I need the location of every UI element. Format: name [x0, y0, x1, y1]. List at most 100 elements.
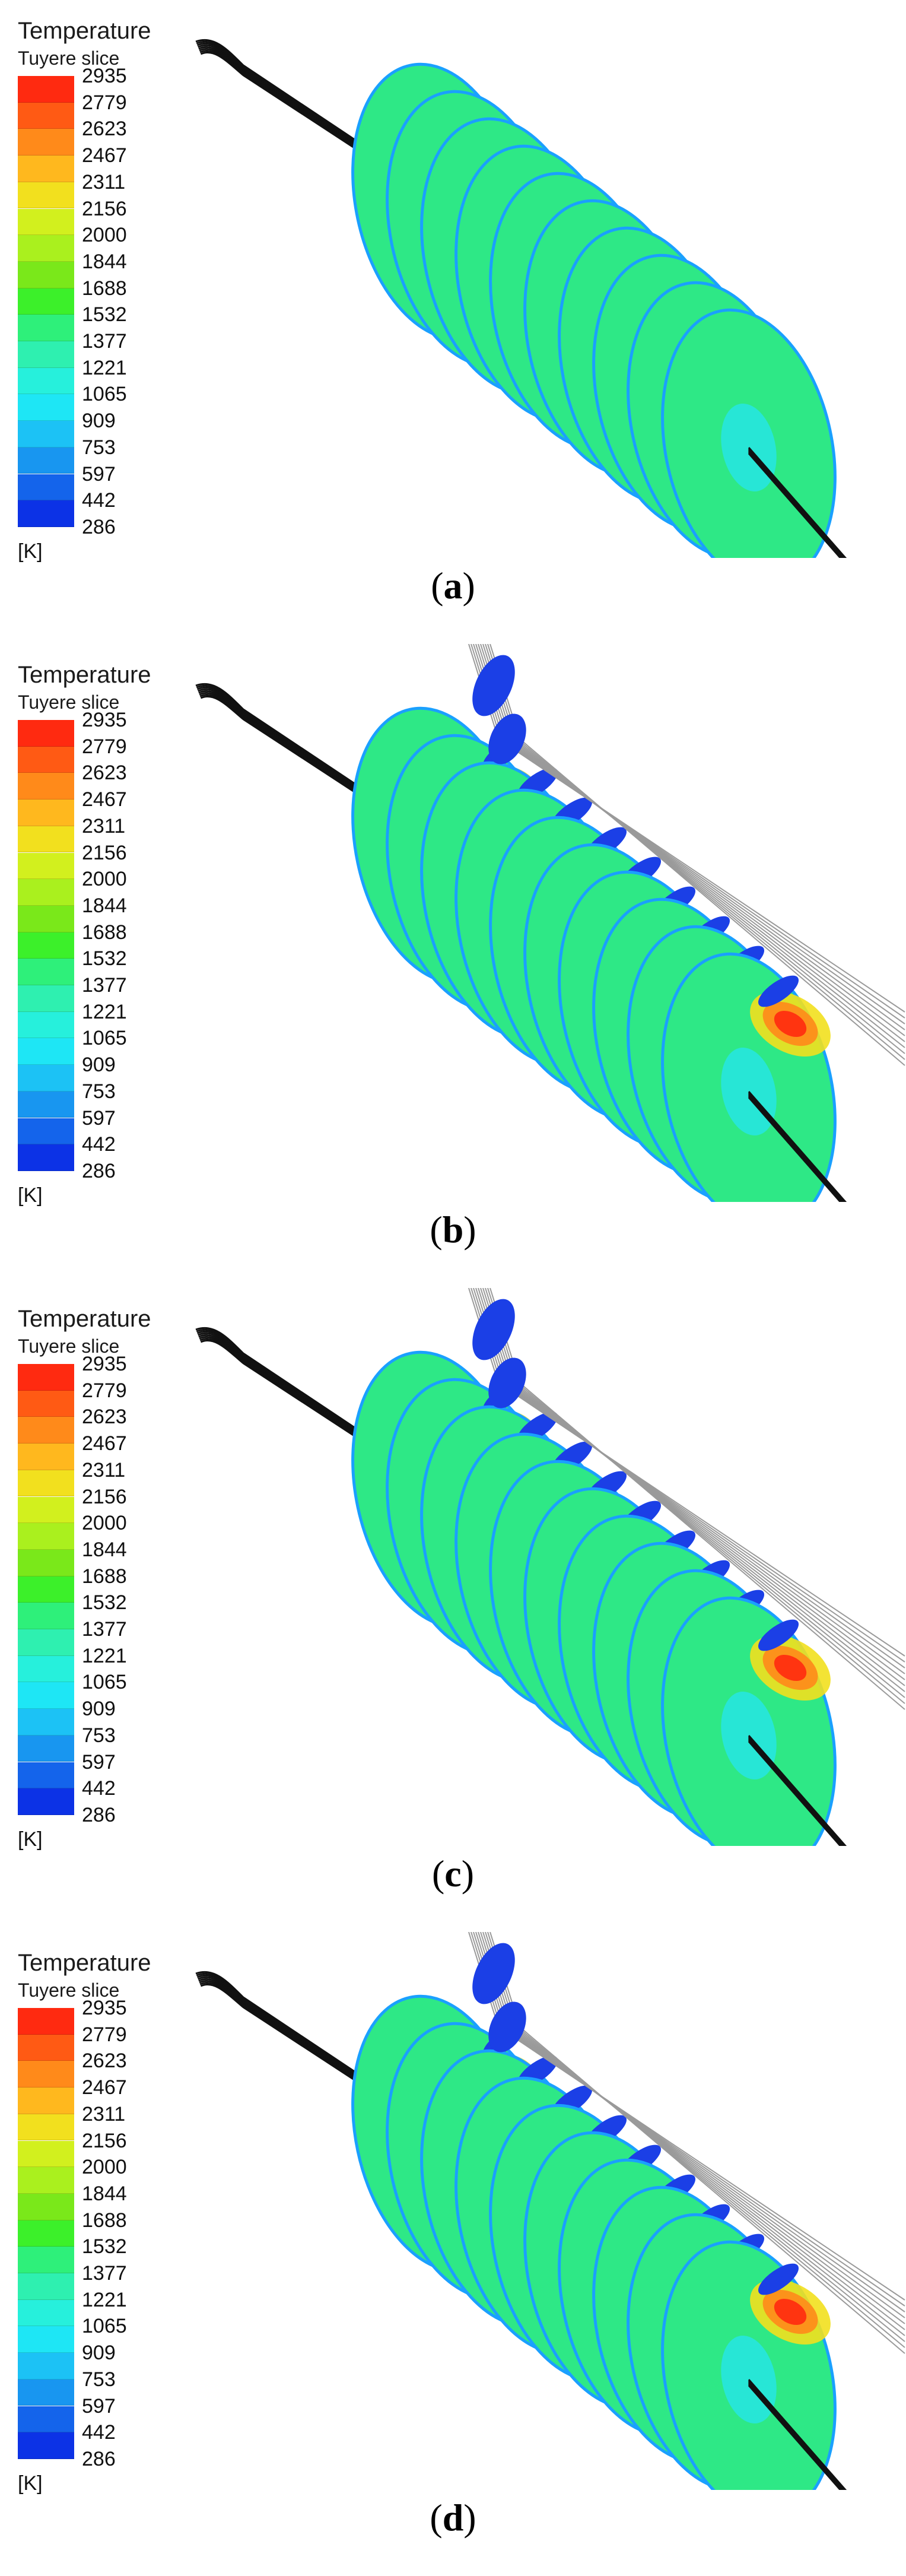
- legend-swatch: [18, 156, 74, 182]
- legend-swatch: [18, 447, 74, 474]
- streamline: [196, 1330, 440, 1487]
- shaft-streamlines-back: [195, 39, 440, 204]
- legend-tick-label: 1688: [82, 277, 127, 300]
- legend-swatch: [18, 1038, 74, 1065]
- legend-swatch: [18, 2140, 74, 2168]
- legend-swatch: [18, 1682, 74, 1709]
- legend-swatch: [18, 367, 74, 395]
- legend-tick-label: 909: [82, 2342, 116, 2365]
- legend-swatch: [18, 720, 74, 747]
- legend-swatch: [18, 1576, 74, 1603]
- legend-tick-label: 597: [82, 1750, 116, 1774]
- legend-swatch: [18, 261, 74, 288]
- legend-unit: [K]: [18, 2472, 43, 2495]
- streamline: [198, 1334, 440, 1489]
- legend-swatch: [18, 1091, 74, 1118]
- legend-tick-label: 1688: [82, 921, 127, 944]
- legend-swatch: [18, 2167, 74, 2194]
- streamline: [198, 44, 440, 200]
- legend-swatch: [18, 421, 74, 448]
- legend-swatch: [18, 1496, 74, 1524]
- legend-swatch: [18, 2273, 74, 2300]
- legend-swatch: [18, 208, 74, 236]
- legend-colorbar: [18, 2008, 74, 2459]
- legend-tick-label: 1844: [82, 250, 127, 273]
- legend-subtitle: Tuyere slice: [18, 691, 120, 713]
- streamline: [199, 693, 440, 848]
- legend-swatch: [18, 2379, 74, 2406]
- legend-tick-label: 1844: [82, 894, 127, 917]
- legend-title: Temperature: [18, 1306, 151, 1332]
- legend-tick-label: 2311: [82, 1458, 126, 1481]
- legend-swatch: [18, 2326, 74, 2353]
- cold-jet: [758, 2263, 799, 2295]
- legend-colorbar: [18, 720, 74, 1171]
- legend-tick-label: 1688: [82, 2209, 127, 2232]
- legend-tick-label: 1065: [82, 1671, 127, 1694]
- legend-swatch: [18, 129, 74, 156]
- streamline: [200, 51, 440, 204]
- legend-swatch: [18, 2247, 74, 2273]
- streamline: [196, 1328, 440, 1486]
- legend-swatch: [18, 773, 74, 800]
- streamline: [195, 39, 440, 197]
- legend-swatch: [18, 932, 74, 959]
- legend-swatch: [18, 1655, 74, 1683]
- legend-tick-label: 1688: [82, 1565, 127, 1588]
- legend-tick-label: 1377: [82, 2262, 127, 2285]
- legend-tick-label: 442: [82, 2421, 116, 2444]
- legend-tick-label: 1221: [82, 2288, 127, 2311]
- legend-colorbar: [18, 1364, 74, 1815]
- legend-tick-label: 2000: [82, 224, 127, 247]
- streamline: [198, 1976, 440, 2132]
- streamline: [199, 1337, 440, 1492]
- legend-tick-label: 442: [82, 1777, 116, 1800]
- shaft-streamlines-front: [748, 2379, 847, 2490]
- streamline: [196, 686, 440, 843]
- legend-tick-label: 2935: [82, 65, 127, 87]
- legend-unit: [K]: [18, 1828, 43, 1851]
- legend-swatch: [18, 959, 74, 985]
- legend-swatch: [18, 1118, 74, 1145]
- legend-swatch: [18, 1629, 74, 1656]
- legend-swatch: [18, 2034, 74, 2061]
- legend-tick-label: 2156: [82, 2129, 127, 2152]
- streamline: [748, 1097, 842, 1202]
- legend-swatch: [18, 2220, 74, 2247]
- legend-subtitle: Tuyere slice: [18, 47, 120, 69]
- legend-unit: [K]: [18, 540, 43, 563]
- legend-tick-label: 1532: [82, 303, 127, 326]
- tuyere-inlet: [472, 655, 515, 716]
- panel-caption: (b): [430, 1208, 476, 1251]
- streamline: [199, 47, 440, 202]
- streamline: [199, 1335, 440, 1490]
- legend-tick-label: 1844: [82, 2182, 127, 2205]
- streamline: [198, 688, 440, 844]
- legend-swatch: [18, 1788, 74, 1815]
- legend-tick-label: 2311: [82, 814, 126, 837]
- shaft-streamlines-back: [195, 1971, 440, 2136]
- legend-tick-label: 2935: [82, 1997, 127, 2019]
- legend-swatch: [18, 474, 74, 501]
- streamline: [195, 683, 440, 841]
- legend-swatch: [18, 2406, 74, 2433]
- legend-tick-label: 2000: [82, 868, 127, 891]
- legend-tick-label: 1221: [82, 1644, 127, 1667]
- legend-tick-label: 2779: [82, 91, 127, 114]
- legend-tick-label: 2311: [82, 170, 126, 193]
- legend-title: Temperature: [18, 662, 151, 688]
- hot-zone: [774, 1655, 807, 1681]
- streamline: [196, 42, 440, 199]
- legend-swatch: [18, 852, 74, 880]
- legend-swatch: [18, 1144, 74, 1171]
- legend-tick-label: 442: [82, 489, 116, 512]
- tuyere-inlet: [488, 713, 526, 764]
- legend-tick-label: 597: [82, 462, 116, 486]
- legend-tick-label: 2779: [82, 735, 127, 758]
- legend-tick-label: 2156: [82, 197, 127, 220]
